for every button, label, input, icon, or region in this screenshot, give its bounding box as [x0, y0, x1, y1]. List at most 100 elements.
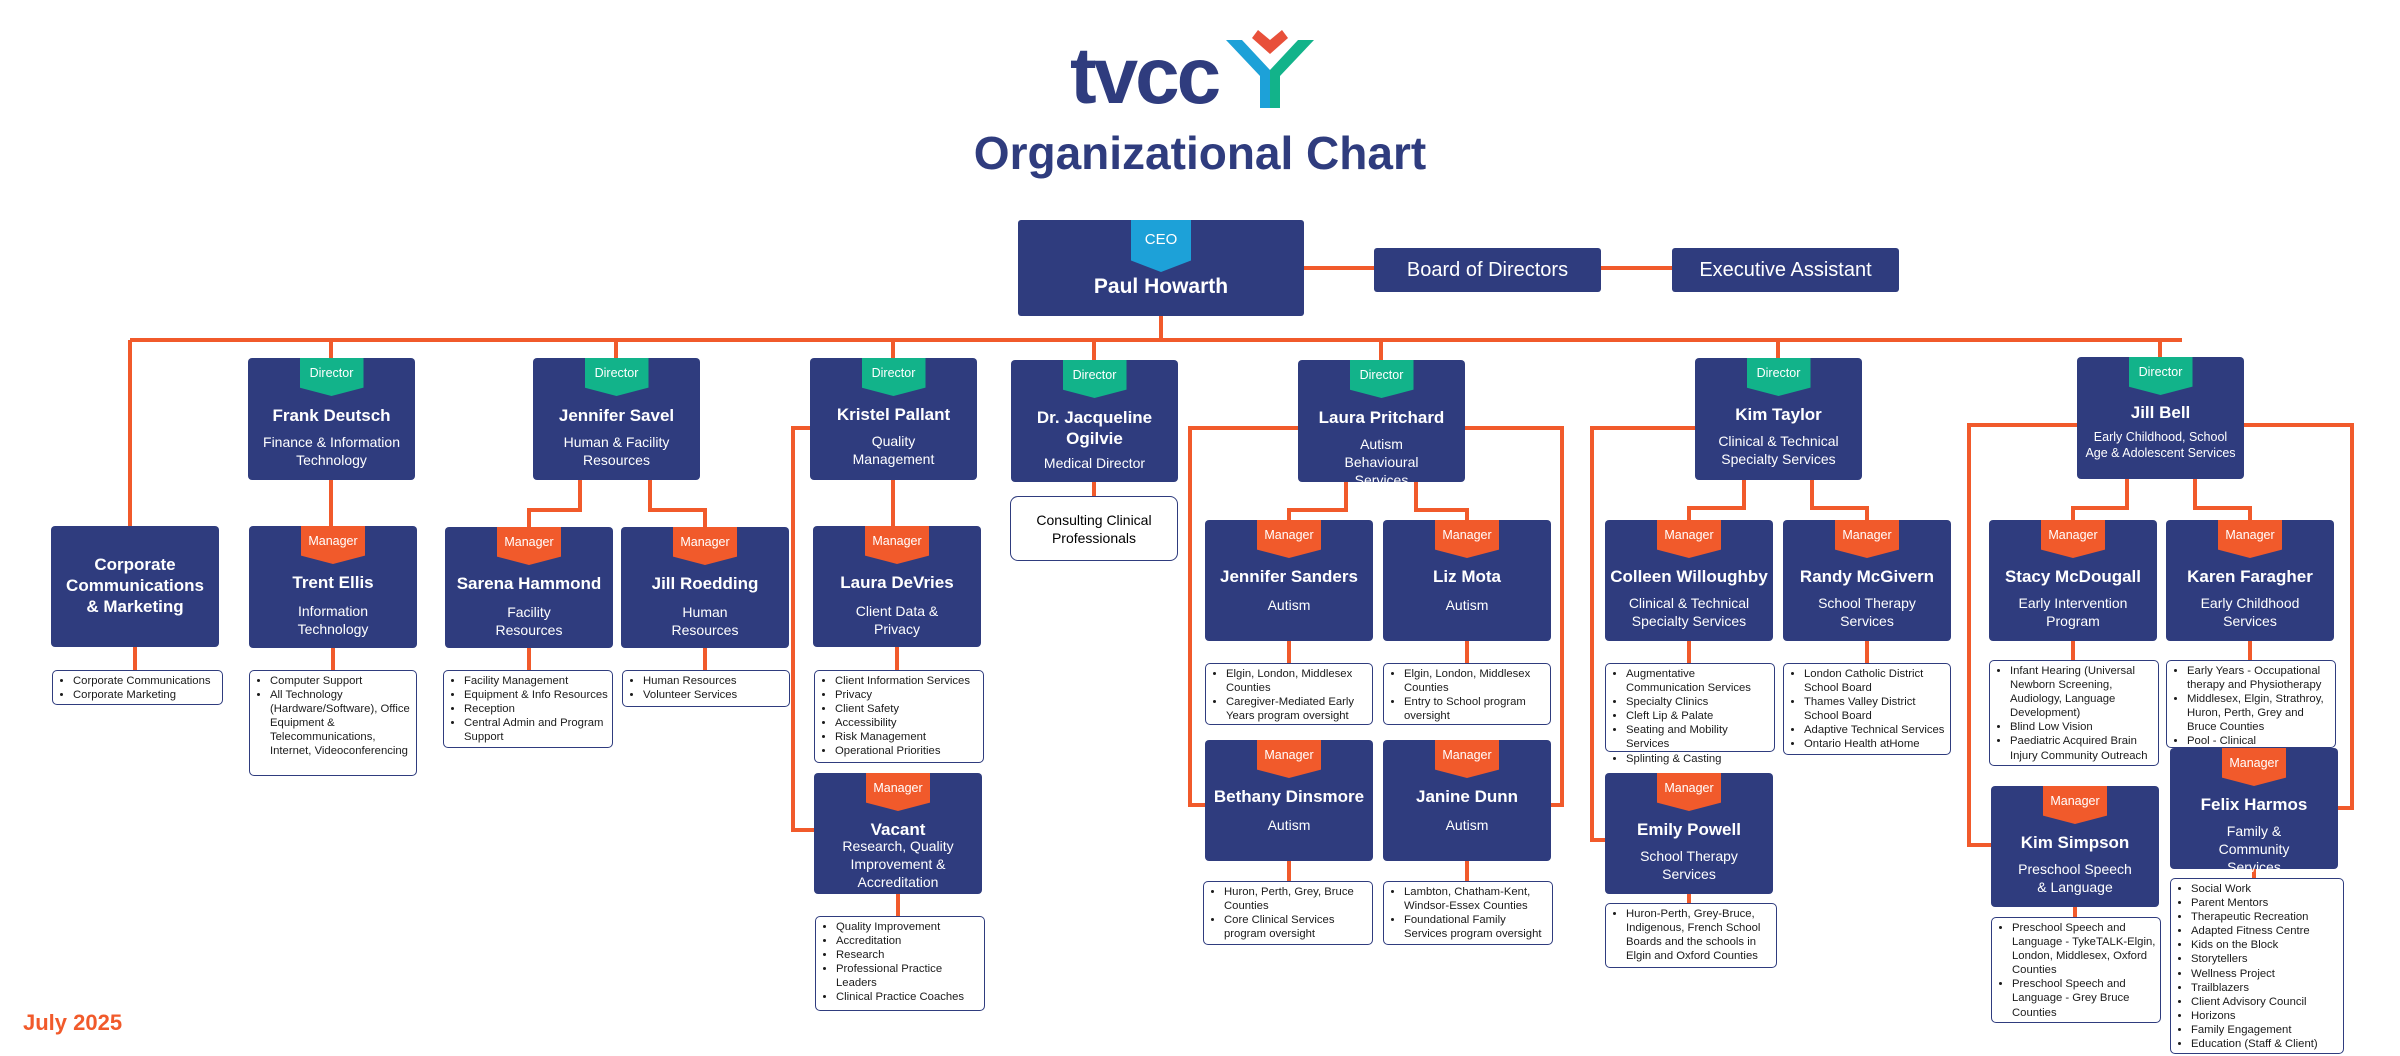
list-item: Elgin, London, Middlesex Counties — [1226, 667, 1368, 695]
manager-tag: Manager — [1257, 740, 1321, 778]
manager-randy-mcgivern: Manager Randy McGivern School Therapy Se… — [1783, 520, 1951, 641]
connector-line — [1687, 480, 1746, 520]
list-item: Privacy — [835, 688, 979, 702]
corporate-communications-list: Corporate CommunicationsCorporate Market… — [52, 670, 223, 705]
list-item: Early Years - Occupational therapy and P… — [2187, 664, 2331, 692]
list-item: Pool - Clinical — [2187, 734, 2331, 747]
services-list-jill-roedding: Human ResourcesVolunteer Services — [622, 670, 790, 707]
manager-tag: Manager — [2041, 520, 2105, 558]
manager-karen-faragher: Manager Karen Faragher Early Childhood S… — [2166, 520, 2334, 641]
manager-title: Clinical & Technical Specialty Services — [1628, 595, 1750, 629]
manager-bethany-dinsmore: Manager Bethany Dinsmore Autism — [1205, 740, 1373, 861]
director-title: Early Childhood, School Age & Adolescent… — [2085, 430, 2236, 460]
manager-tag: Manager — [301, 526, 365, 564]
manager-name: Kim Simpson — [2020, 833, 2130, 852]
services-list-colleen-willoughby: Augmentative Communication ServicesSpeci… — [1605, 663, 1775, 765]
connector-line — [1188, 426, 1298, 807]
manager-title: Early Intervention Program — [2018, 595, 2128, 629]
manager-felix-harmos: Manager Felix Harmos Family & Community … — [2170, 748, 2338, 875]
director-name: Dr. Jacqueline Ogilvie — [1036, 408, 1153, 448]
list-item: Preschool Speech and Language - TykeTALK… — [2012, 921, 2156, 977]
manager-title: Family & Community Services — [2218, 823, 2290, 875]
list-item: Lambton, Chatham-Kent, Windsor-Essex Cou… — [1404, 885, 1548, 913]
manager-name: Bethany Dinsmore — [1213, 787, 1365, 806]
manager-name: Janine Dunn — [1415, 787, 1518, 806]
manager-janine-dunn: Manager Janine Dunn Autism — [1383, 740, 1551, 861]
services-list-bethany-dinsmore: Huron, Perth, Grey, Bruce CountiesCore C… — [1203, 881, 1373, 945]
list-item: Education (Staff & Client) — [2191, 1037, 2339, 1051]
connector-line — [2244, 423, 2354, 810]
list-item: Reception — [464, 702, 608, 716]
manager-name: Laura DeVries — [840, 573, 954, 592]
connector-line — [2071, 479, 2129, 520]
director-name: Frank Deutsch — [272, 406, 391, 425]
list-item: Client Information Services — [835, 674, 979, 688]
list-item: Adapted Fitness Centre — [2191, 924, 2339, 938]
list-item: Seating and Mobility Services — [1626, 723, 1770, 751]
list-item: Foundational Family Services program ove… — [1404, 913, 1548, 941]
manager-title: School Therapy Services — [1818, 595, 1916, 629]
director-tag: Director — [1746, 358, 1811, 396]
manager-jennifer-sanders: Manager Jennifer Sanders Autism — [1205, 520, 1373, 641]
list-item: Cleft Lip & Palate — [1626, 709, 1770, 723]
manager-sarena-hammond: Manager Sarena Hammond Facility Resource… — [445, 527, 613, 648]
list-item: Elgin, London, Middlesex Counties — [1404, 667, 1546, 695]
date-label: July 2025 — [23, 1010, 123, 1035]
manager-tag: Manager — [1435, 740, 1499, 778]
manager-title: Human Resources — [671, 604, 739, 638]
manager-name: Randy McGivern — [1799, 567, 1935, 586]
connector-line — [1465, 426, 1564, 807]
connector-line — [1287, 482, 1348, 520]
services-list-liz-mota: Elgin, London, Middlesex CountiesEntry t… — [1383, 663, 1551, 725]
services-list-stacy-mcdougall: Infant Hearing (Universal Newborn Screen… — [1989, 660, 2159, 766]
director-title: Autism Behavioural Services — [1344, 436, 1419, 488]
manager-tag: Manager — [2218, 520, 2282, 558]
list-item: Trailblazers — [2191, 981, 2339, 995]
manager-title: Autism — [1267, 817, 1311, 833]
consulting-professionals-box: Consulting Clinical Professionals — [1010, 496, 1178, 561]
ceo-box: CEO Paul Howarth — [1018, 220, 1304, 316]
services-list-janine-dunn: Lambton, Chatham-Kent, Windsor-Essex Cou… — [1383, 881, 1553, 945]
manager-stacy-mcdougall: Manager Stacy McDougall Early Interventi… — [1989, 520, 2157, 641]
manager-name: Vacant — [870, 820, 926, 839]
services-list-laura-devries: Client Information ServicesPrivacyClient… — [814, 670, 984, 763]
manager-name: Sarena Hammond — [456, 574, 602, 593]
manager-title: Preschool Speech & Language — [2018, 861, 2132, 895]
manager-liz-mota: Manager Liz Mota Autism — [1383, 520, 1551, 641]
list-item: Client Safety — [835, 702, 979, 716]
director-tag: Director — [1349, 360, 1414, 398]
list-item: Paediatric Acquired Brain Injury Communi… — [2010, 734, 2154, 762]
manager-title: School Therapy Services — [1640, 848, 1738, 882]
manager-name: Stacy McDougall — [2004, 567, 2142, 586]
list-item: Quality Improvement — [836, 920, 980, 934]
manager-tag: Manager — [497, 527, 561, 565]
director-title: Human & Facility Resources — [563, 434, 670, 468]
connector-line — [648, 480, 707, 527]
list-item: Social Work — [2191, 882, 2339, 896]
connector-line — [1414, 482, 1469, 520]
list-item: Volunteer Services — [643, 688, 785, 702]
manager-title: Research, Quality Improvement & Accredit… — [842, 838, 954, 890]
list-item: Storytellers — [2191, 952, 2339, 966]
manager-title: Autism — [1445, 817, 1489, 833]
ceo-name: Paul Howarth — [1093, 275, 1229, 298]
connector-line — [1810, 480, 1869, 520]
list-item: Therapeutic Recreation — [2191, 910, 2339, 924]
logo-wordmark: tvcc — [1070, 31, 1221, 120]
manager-name: Jennifer Sanders — [1220, 567, 1358, 586]
list-item: Core Clinical Services program oversight — [1224, 913, 1368, 941]
list-item: All Technology (Hardware/Software), Offi… — [270, 688, 412, 758]
manager-tag: Manager — [1257, 520, 1321, 558]
manager-tag: Manager — [673, 527, 737, 565]
manager-title: Autism — [1445, 597, 1489, 613]
page-title: Organizational Chart — [973, 127, 1427, 179]
list-item: Specialty Clinics — [1626, 695, 1770, 709]
list-item: Thames Valley District School Board — [1804, 695, 1946, 723]
manager-title: Client Data & Privacy — [855, 603, 939, 637]
services-list-jennifer-sanders: Elgin, London, Middlesex CountiesCaregiv… — [1205, 663, 1373, 725]
manager-emily-powell: Manager Emily Powell School Therapy Serv… — [1605, 773, 1773, 894]
services-list-trent-ellis: Computer SupportAll Technology (Hardware… — [249, 670, 417, 776]
list-item: Middlesex, Elgin, Strathroy, Huron, Pert… — [2187, 692, 2331, 734]
manager-name: Felix Harmos — [2200, 795, 2308, 814]
corporate-communications-name: Corporate Communications & Marketing — [66, 555, 204, 616]
